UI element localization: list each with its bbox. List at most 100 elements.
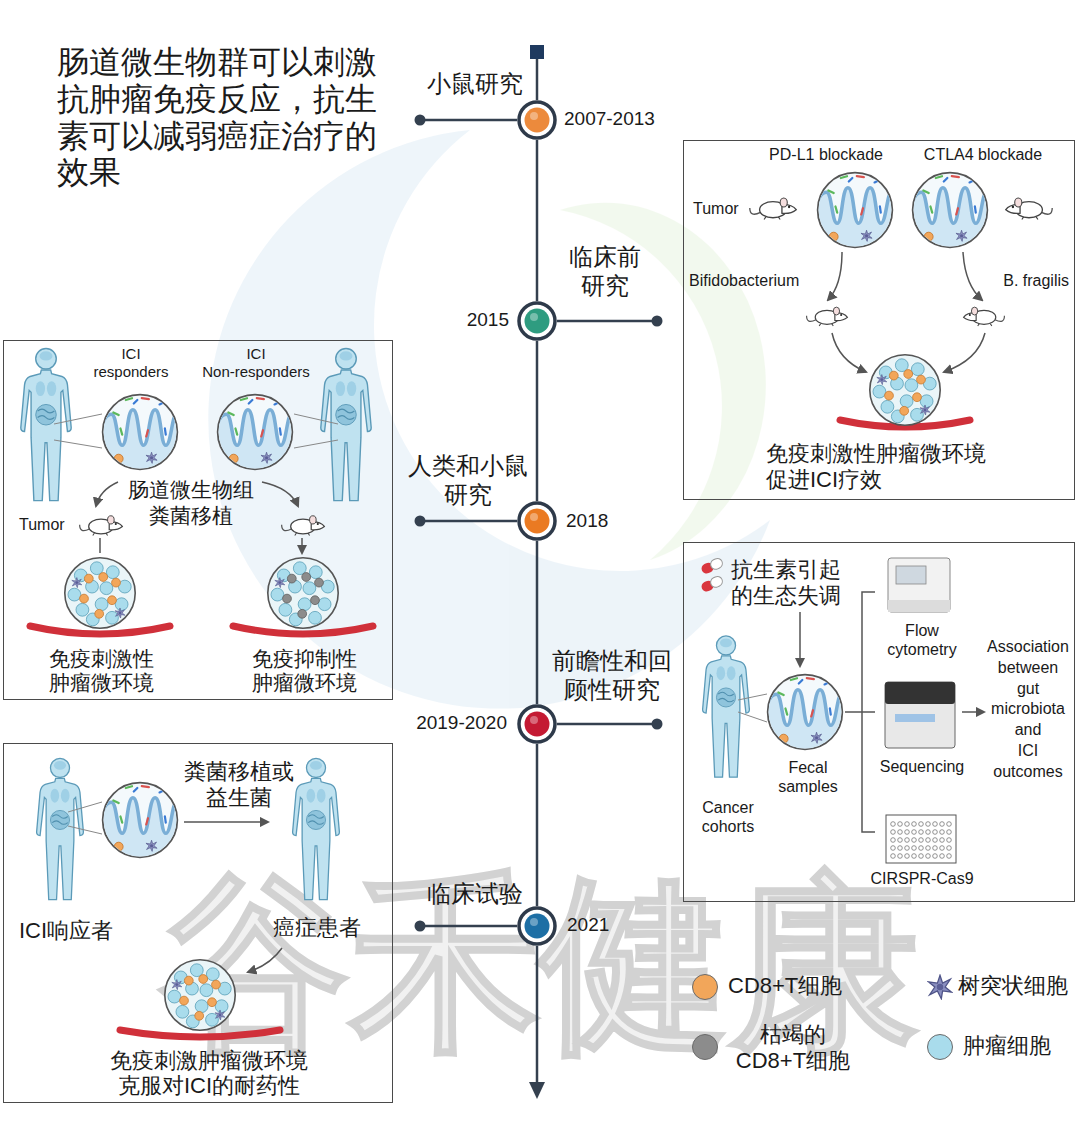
- cohort-illustration: [898, 822, 903, 827]
- cohort-illustration: [700, 557, 724, 575]
- cohort-illustration: [940, 846, 945, 851]
- cohort-illustration: [885, 682, 955, 748]
- preclinical-illustration: [870, 355, 940, 425]
- timeline-dot: [525, 108, 550, 133]
- preclinical-illustration: [964, 307, 1005, 326]
- panel-text: 癌症患者: [273, 915, 361, 941]
- cohort-illustration: [926, 822, 931, 827]
- cohort-illustration: [912, 854, 917, 859]
- cohort-illustration: [765, 675, 845, 752]
- cohort-illustration: [891, 838, 896, 843]
- timeline-branch: [557, 320, 657, 323]
- human-mouse-illustration: [262, 482, 298, 506]
- clinical-trial-illustration: [68, 802, 102, 834]
- stage-panel: ICI respondersICI Non-responders肠道微生物组 粪…: [3, 340, 393, 700]
- cohort-illustration: [962, 711, 984, 713]
- cohort-illustration: [709, 575, 724, 589]
- cohort-illustration: [886, 815, 956, 863]
- timeline-branch: [557, 723, 657, 726]
- cohort-illustration: [926, 846, 931, 851]
- cohort-illustration: [947, 854, 952, 859]
- year-label: 2021: [567, 914, 609, 937]
- legend-swatch: [927, 1034, 953, 1060]
- cohort-illustration: [947, 830, 952, 835]
- cohort-illustration: [933, 822, 938, 827]
- human-mouse-illustration: [21, 348, 373, 634]
- cohort-illustration: [891, 846, 896, 851]
- human-mouse-illustration: [100, 395, 180, 472]
- human-mouse-illustration: [54, 414, 338, 448]
- year-label: 2015: [467, 309, 509, 332]
- timeline-circle: [517, 501, 557, 541]
- stage-label: 小鼠研究: [427, 70, 523, 99]
- cohort-illustration: [700, 557, 984, 863]
- clinical-trial-illustration: [293, 758, 340, 899]
- cohort-illustration: [905, 822, 910, 827]
- human-mouse-illustration: [321, 348, 371, 500]
- stage-panel: 抗生素引起 的生态失调Flow cytometryAssociation bet…: [683, 542, 1075, 902]
- clinical-trial-illustration: [165, 960, 235, 1030]
- timeline-node: 小鼠研究2007-2013: [517, 100, 557, 140]
- panel-text: ICI Non-responders: [186, 345, 326, 381]
- cohort-illustration: [940, 822, 945, 827]
- legend-text: 树突状细胞: [958, 973, 1068, 999]
- watermark: 谷禾健康: [160, 850, 920, 1078]
- panel-text: PD-L1 blockade: [769, 145, 883, 164]
- timeline-branch: [652, 719, 663, 730]
- cohort-illustration: [926, 854, 931, 859]
- timeline-axis-ends: [529, 45, 545, 1099]
- logo-background: [560, 203, 766, 560]
- cohort-illustration: [891, 822, 952, 859]
- stage-panel: 粪菌移植或 益生菌ICI响应者癌症患者免疫刺激肿瘤微环境 克服对ICI的耐药性: [3, 743, 393, 1103]
- human-mouse-illustration: [30, 626, 373, 634]
- human-mouse-illustration: [96, 482, 118, 506]
- panel-text: Association between gut microbiota and I…: [981, 637, 1075, 783]
- timeline-ring: [519, 303, 555, 339]
- cohort-illustration: [940, 838, 945, 843]
- human-mouse-illustration: [80, 516, 123, 536]
- timeline-circle: [517, 906, 557, 946]
- timeline-axis-ends: [536, 59, 539, 100]
- logo-background: [208, 130, 770, 709]
- timeline-dot: [525, 309, 550, 334]
- stage-label: 前瞻性和回 顾性研究: [537, 647, 687, 705]
- timeline-ring: [519, 102, 555, 138]
- timeline-branch: [415, 516, 426, 527]
- timeline-branch: [420, 925, 517, 928]
- timeline-circle: [517, 100, 557, 140]
- clinical-trial-illustration: [184, 821, 268, 823]
- cohort-illustration: [933, 838, 938, 843]
- clinical-trial-illustration: [37, 758, 340, 1037]
- cohort-illustration: [845, 592, 875, 832]
- human-mouse-illustration: [215, 395, 295, 472]
- cohort-illustration: [885, 682, 955, 704]
- cohort-illustration: [912, 822, 917, 827]
- legend-symbol: [926, 973, 954, 1001]
- cohort-illustration: [912, 846, 917, 851]
- cohort-illustration: [891, 822, 896, 827]
- cohort-illustration: [912, 838, 917, 843]
- year-label: 2018: [566, 510, 608, 533]
- cohort-illustration: [947, 838, 952, 843]
- cohort-illustration: [919, 830, 924, 835]
- clinical-trial-illustration: [100, 783, 180, 860]
- preclinical-illustration: [964, 307, 1005, 326]
- stage-label: 临床前 研究: [540, 243, 670, 301]
- cohort-illustration: [947, 846, 952, 851]
- cohort-illustration: [919, 822, 924, 827]
- panel-text: 免疫刺激性肿瘤微环境 促进ICI疗效: [766, 441, 1011, 494]
- legend-swatch: [692, 974, 718, 1000]
- stage-label: 临床试验: [427, 880, 523, 909]
- legend-text: 肿瘤细胞: [963, 1033, 1051, 1059]
- clinical-trial-illustration: [120, 1030, 280, 1037]
- panel-text: 免疫刺激性 肿瘤微环境: [31, 647, 171, 695]
- cohort-illustration: [895, 714, 935, 722]
- timeline-axis-ends: [530, 45, 544, 59]
- cohort-illustration: [905, 830, 910, 835]
- cohort-illustration: [919, 854, 924, 859]
- timeline-dot: [525, 914, 550, 939]
- timeline-ring: [519, 706, 555, 742]
- timeline-dot-shine: [530, 513, 538, 521]
